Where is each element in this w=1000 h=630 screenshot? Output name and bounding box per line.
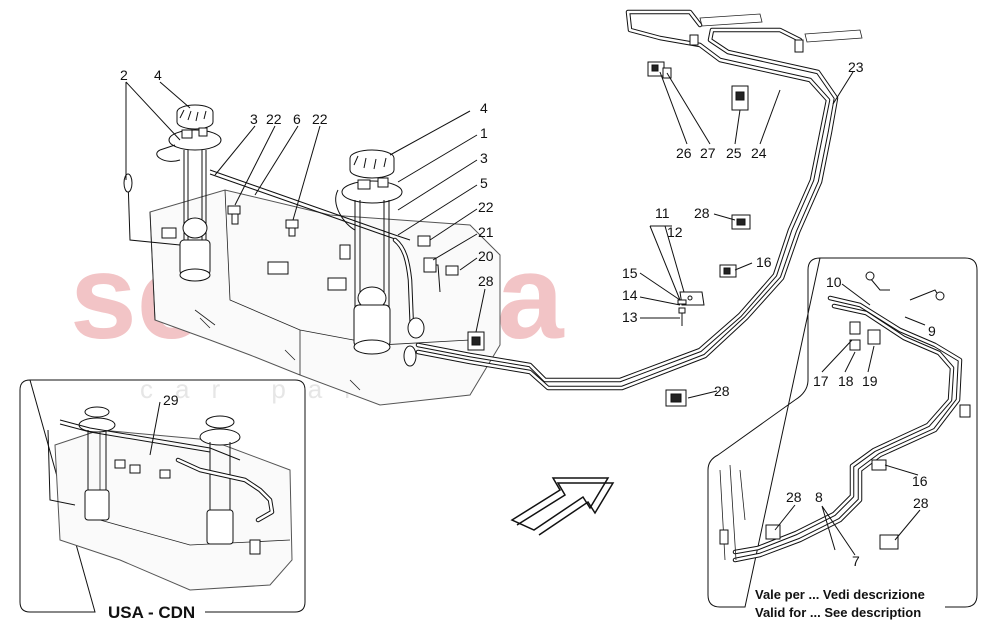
callout-28-lower: 28	[714, 383, 730, 399]
callout-23: 23	[848, 59, 864, 75]
callout-7: 7	[852, 553, 860, 569]
leader-lines	[125, 71, 926, 556]
callout-3-right: 3	[480, 150, 488, 166]
clip-26[interactable]	[647, 61, 665, 77]
callout-22-b: 22	[312, 111, 328, 127]
inset-usa-cdn-caption: USA - CDN	[108, 603, 195, 622]
callout-8: 8	[815, 489, 823, 505]
variant-caption-en: Valid for ... See description	[755, 605, 921, 620]
callout-5: 5	[480, 175, 488, 191]
callout-4-right: 4	[480, 100, 488, 116]
callout-21: 21	[478, 224, 494, 240]
callout-16-main: 16	[756, 254, 772, 270]
callout-20: 20	[478, 248, 494, 264]
callout-28-inset-right: 28	[913, 495, 929, 511]
front-direction-arrow-icon	[510, 477, 615, 536]
callout-22-a: 22	[266, 111, 282, 127]
callout-27: 27	[700, 145, 716, 161]
clip-28-top[interactable]	[731, 214, 751, 230]
callout-16-inset: 16	[912, 473, 928, 489]
callout-15: 15	[622, 265, 638, 281]
clip-16-main[interactable]	[719, 264, 737, 278]
fuel-rail-top	[689, 13, 863, 53]
callout-14: 14	[622, 287, 638, 303]
callout-10: 10	[826, 274, 842, 290]
callout-24: 24	[751, 145, 767, 161]
variant-caption-it: Vale per ... Vedi descrizione	[755, 587, 925, 602]
clip-28-center[interactable]	[467, 331, 485, 351]
right-fuel-pump[interactable]	[335, 149, 403, 355]
callout-12: 12	[667, 224, 683, 240]
callout-1: 1	[480, 125, 488, 141]
callout-3-left: 3	[250, 111, 258, 127]
clip-22-mid[interactable]	[285, 219, 299, 237]
callout-22-c: 22	[478, 199, 494, 215]
clip-22-left[interactable]	[227, 205, 241, 225]
callout-18: 18	[838, 373, 854, 389]
callout-28-center: 28	[478, 273, 494, 289]
callout-2: 2	[120, 67, 128, 83]
callout-6: 6	[293, 111, 301, 127]
callout-4-left: 4	[154, 67, 162, 83]
inset-usa-cdn: USA - CDN	[19, 379, 306, 622]
callout-28-top: 28	[694, 205, 710, 221]
left-fuel-pump[interactable]	[123, 104, 222, 282]
clip-22-right[interactable]	[417, 235, 431, 247]
clip-25[interactable]	[731, 85, 749, 111]
inset-variant: Vale per ... Vedi descrizione Valid for …	[707, 257, 978, 620]
callout-11: 11	[655, 205, 670, 221]
clip-28-lower[interactable]	[665, 389, 687, 407]
callout-17: 17	[813, 373, 829, 389]
connector-20[interactable]	[445, 265, 459, 276]
bolt-13-14-15[interactable]	[677, 299, 687, 326]
callout-25: 25	[726, 145, 742, 161]
callout-28-inset-left: 28	[786, 489, 802, 505]
callout-labels: 2 4 3 22 6 22 4 1 3 5 22 21 20 28 11 12 …	[120, 59, 936, 569]
callout-26: 26	[676, 145, 692, 161]
callout-19: 19	[862, 373, 878, 389]
callout-13: 13	[622, 309, 638, 325]
callout-29: 29	[163, 392, 179, 408]
callout-9: 9	[928, 323, 936, 339]
